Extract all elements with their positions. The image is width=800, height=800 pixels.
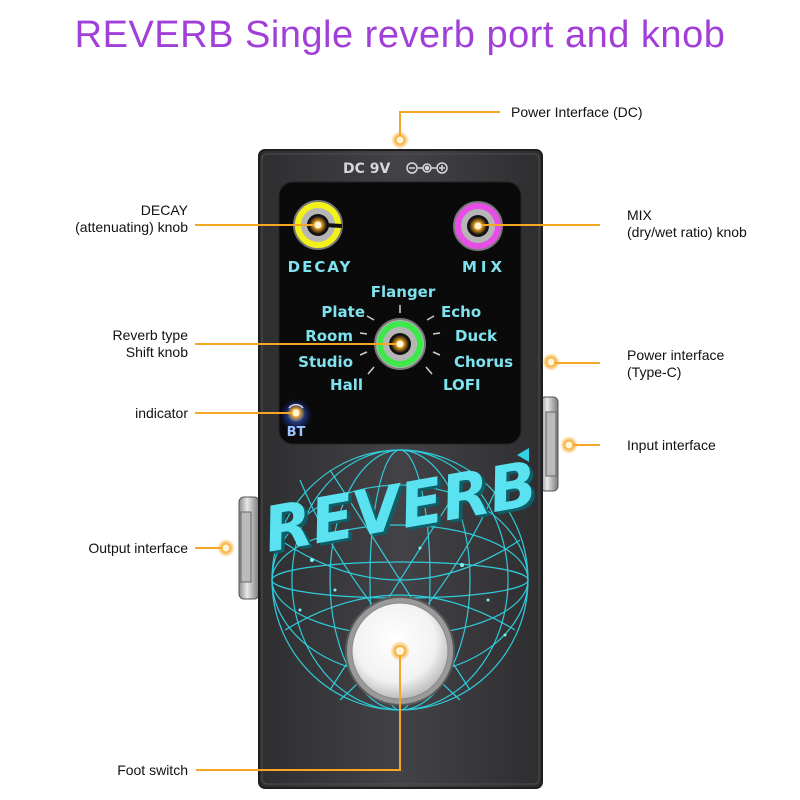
callout-mix-line1: MIX: [627, 207, 652, 223]
callout-power-typec: Power interface (Type-C): [627, 347, 724, 381]
callout-decay-line2: (attenuating) knob: [75, 219, 188, 235]
callout-decay-line1: DECAY: [140, 202, 188, 218]
input-jack: [539, 396, 559, 492]
input-arrow-icon: [517, 448, 529, 462]
callout-mix-line2: (dry/wet ratio) knob: [627, 224, 747, 240]
callout-input: Input interface: [627, 437, 716, 453]
callout-power-dc: Power Interface (DC): [511, 104, 643, 120]
callout-indicator: indicator: [135, 405, 188, 421]
page-title: REVERB Single reverb port and knob: [74, 14, 726, 56]
type-hall: Hall: [330, 376, 363, 394]
callout-lines: [195, 111, 600, 771]
decay-panel-label: DECAY: [288, 258, 353, 276]
type-flanger: Flanger: [371, 283, 436, 301]
output-jack: [238, 496, 260, 600]
callout-typec-line1: Power interface: [627, 347, 725, 363]
callout-foot-switch: Foot switch: [117, 762, 188, 778]
output-arrow-icon: [272, 528, 284, 542]
type-plate: Plate: [321, 303, 365, 321]
callout-dots: [217, 131, 578, 661]
type-duck: Duck: [455, 327, 498, 345]
reverb-type-ticks: [359, 305, 441, 375]
callout-reverb-line2: Shift knob: [125, 344, 188, 360]
mix-panel-label: MIX: [462, 258, 506, 276]
callout-decay: DECAY (attenuating) knob: [75, 202, 188, 236]
type-studio: Studio: [298, 353, 353, 371]
callout-mix: MIX (dry/wet ratio) knob: [627, 207, 747, 241]
bt-label: BT: [287, 425, 306, 440]
callout-reverb-type: Reverb type Shift knob: [113, 327, 188, 361]
callout-typec-line2: (Type-C): [627, 364, 682, 380]
type-chorus: Chorus: [454, 353, 513, 371]
type-lofi: LOFI: [443, 376, 481, 394]
type-room: Room: [305, 327, 353, 345]
callout-reverb-line1: Reverb type: [112, 327, 188, 343]
polarity-icon: [406, 162, 448, 174]
dc-power-label: DC 9V: [343, 161, 391, 177]
type-echo: Echo: [441, 303, 481, 321]
callout-output: Output interface: [88, 540, 188, 556]
